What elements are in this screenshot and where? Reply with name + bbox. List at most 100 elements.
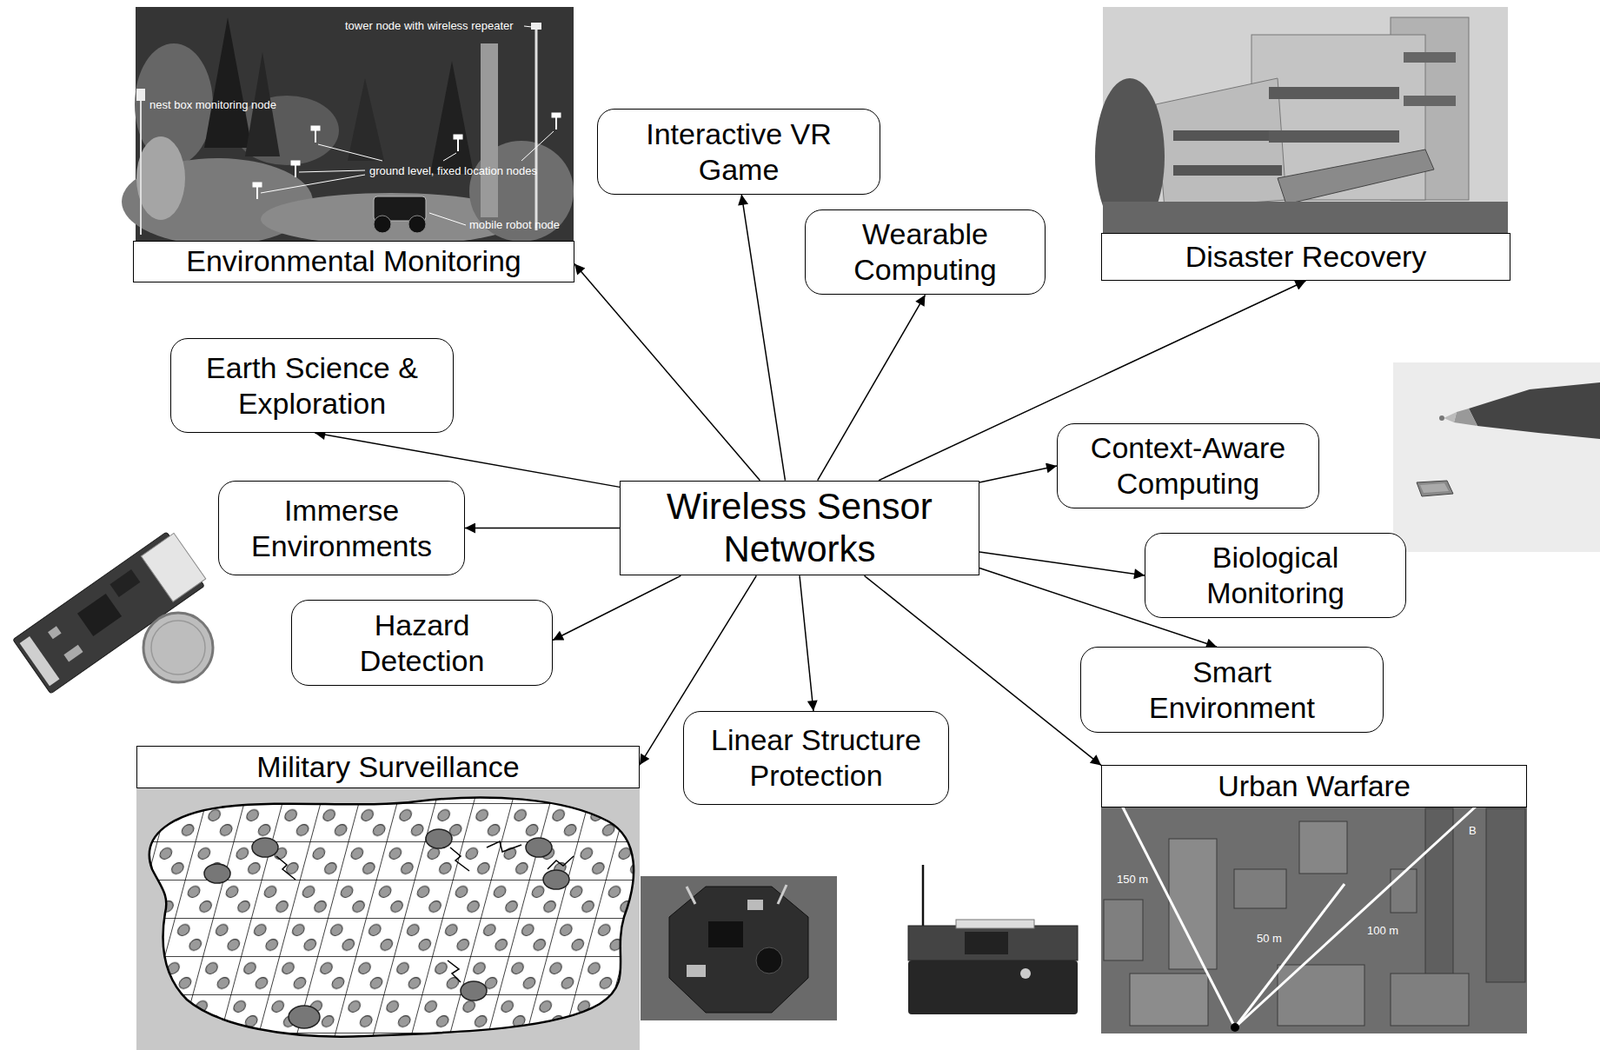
- application-box: Wearable Computing: [804, 209, 1046, 296]
- node-head: [311, 126, 320, 131]
- caption-box: Environmental Monitoring: [132, 240, 575, 283]
- connector-arrow: [464, 527, 620, 530]
- node-head: [453, 134, 463, 140]
- photo-annotation: ground level, fixed location nodes: [369, 164, 538, 179]
- conifer-tree: [347, 78, 385, 161]
- sensor-chip: [1416, 480, 1454, 497]
- node-head: [252, 182, 262, 187]
- connector-arrow: [552, 575, 681, 640]
- range-line: [1234, 883, 1345, 1028]
- connector-arrow: [817, 294, 926, 480]
- node-label: Earth Science & Exploration: [185, 350, 439, 422]
- building: [1129, 973, 1209, 1026]
- node-post: [256, 186, 259, 200]
- photo-annotation: 150 m: [1116, 872, 1149, 887]
- node-label: Biological Monitoring: [1158, 539, 1394, 611]
- leader-line: [260, 174, 366, 193]
- leader-line: [524, 26, 532, 27]
- building: [1168, 838, 1217, 970]
- robot-wheel: [373, 215, 392, 233]
- application-box: Context-Aware Computing: [1056, 423, 1320, 510]
- pen-ball: [1439, 415, 1445, 421]
- node-post: [457, 139, 459, 152]
- component: [47, 625, 62, 639]
- leader-line: [298, 170, 366, 173]
- pen-tip: [1443, 411, 1457, 423]
- component: [63, 644, 83, 663]
- range-lines: [1121, 805, 1477, 1028]
- robot: [288, 1005, 320, 1029]
- caption-box: Disaster Recovery: [1101, 232, 1511, 281]
- robot: [460, 981, 487, 1001]
- node-head: [291, 160, 300, 166]
- node-label: Interactive VR Game: [612, 116, 865, 188]
- component: [747, 899, 764, 910]
- leader-line: [443, 152, 457, 161]
- node-label: Immerse Environments: [232, 492, 452, 565]
- switch: [1020, 968, 1031, 979]
- connector-arrow: [314, 432, 620, 487]
- node-label: Wearable Computing: [818, 216, 1032, 288]
- city-blocks: [1103, 808, 1526, 1026]
- foliage: [136, 136, 186, 220]
- connector-arrow: [574, 263, 760, 480]
- nest-box-pole: [139, 99, 142, 235]
- chip-photo: [1393, 362, 1600, 552]
- building: [1425, 808, 1454, 983]
- leader-line: [521, 131, 554, 161]
- mote-board: [908, 925, 1078, 961]
- robots: [204, 829, 570, 1029]
- coin-rim: [151, 620, 206, 675]
- window-band: [1403, 95, 1456, 107]
- connector: [956, 919, 1035, 929]
- node-label: Military Surveillance: [256, 750, 519, 784]
- balcony-band: [1173, 130, 1278, 141]
- node-post: [555, 117, 558, 130]
- antenna: [922, 864, 925, 929]
- radio-zigzag: [447, 960, 461, 983]
- building-photo: [1102, 6, 1508, 233]
- radio-zigzag: [450, 847, 470, 871]
- balcony-band: [1268, 86, 1400, 100]
- range-line: [1121, 805, 1235, 1028]
- conifer-tree: [204, 17, 253, 148]
- coin: [143, 612, 213, 683]
- node-post: [314, 130, 317, 143]
- collapsed-slab: [1277, 149, 1435, 205]
- connector-arrow: [741, 194, 785, 481]
- radio-links: [276, 841, 574, 983]
- mote-chip: [964, 931, 1009, 955]
- robot: [252, 837, 279, 857]
- leader-line: [429, 212, 466, 226]
- connector-arrow: [799, 575, 814, 711]
- application-box: Smart Environment: [1080, 646, 1384, 733]
- caption-box: Military Surveillance: [136, 745, 640, 788]
- building: [1486, 808, 1526, 983]
- conifer-tree: [430, 60, 474, 174]
- node-label: Context-Aware Computing: [1070, 430, 1306, 502]
- node-label: Urban Warfare: [1217, 769, 1411, 804]
- robot-wheel: [408, 215, 426, 233]
- mote-chip: [77, 593, 122, 637]
- observer-point: [1230, 1022, 1240, 1032]
- leader-line: [318, 144, 383, 161]
- building: [1234, 869, 1287, 909]
- window-band: [1403, 52, 1456, 63]
- ground: [1102, 201, 1508, 233]
- node-label: Linear Structure Protection: [697, 722, 937, 794]
- photo-annotation: mobile robot node: [469, 218, 560, 233]
- robot: [525, 837, 552, 857]
- node-post: [294, 165, 297, 178]
- photo-annotation: tower node with wireless repeater: [345, 19, 514, 34]
- range-line: [1234, 805, 1477, 1028]
- application-box: Immerse Environments: [218, 480, 465, 576]
- sensor-grid: [149, 796, 634, 1036]
- board-photo: [640, 876, 837, 1021]
- photo-annotation: 50 m: [1256, 931, 1282, 946]
- application-box: Biological Monitoring: [1144, 532, 1407, 619]
- wires: [686, 884, 787, 904]
- connector-arrow: [979, 465, 1057, 483]
- application-box: Earth Science & Exploration: [170, 338, 454, 433]
- pen-body: [1468, 382, 1600, 439]
